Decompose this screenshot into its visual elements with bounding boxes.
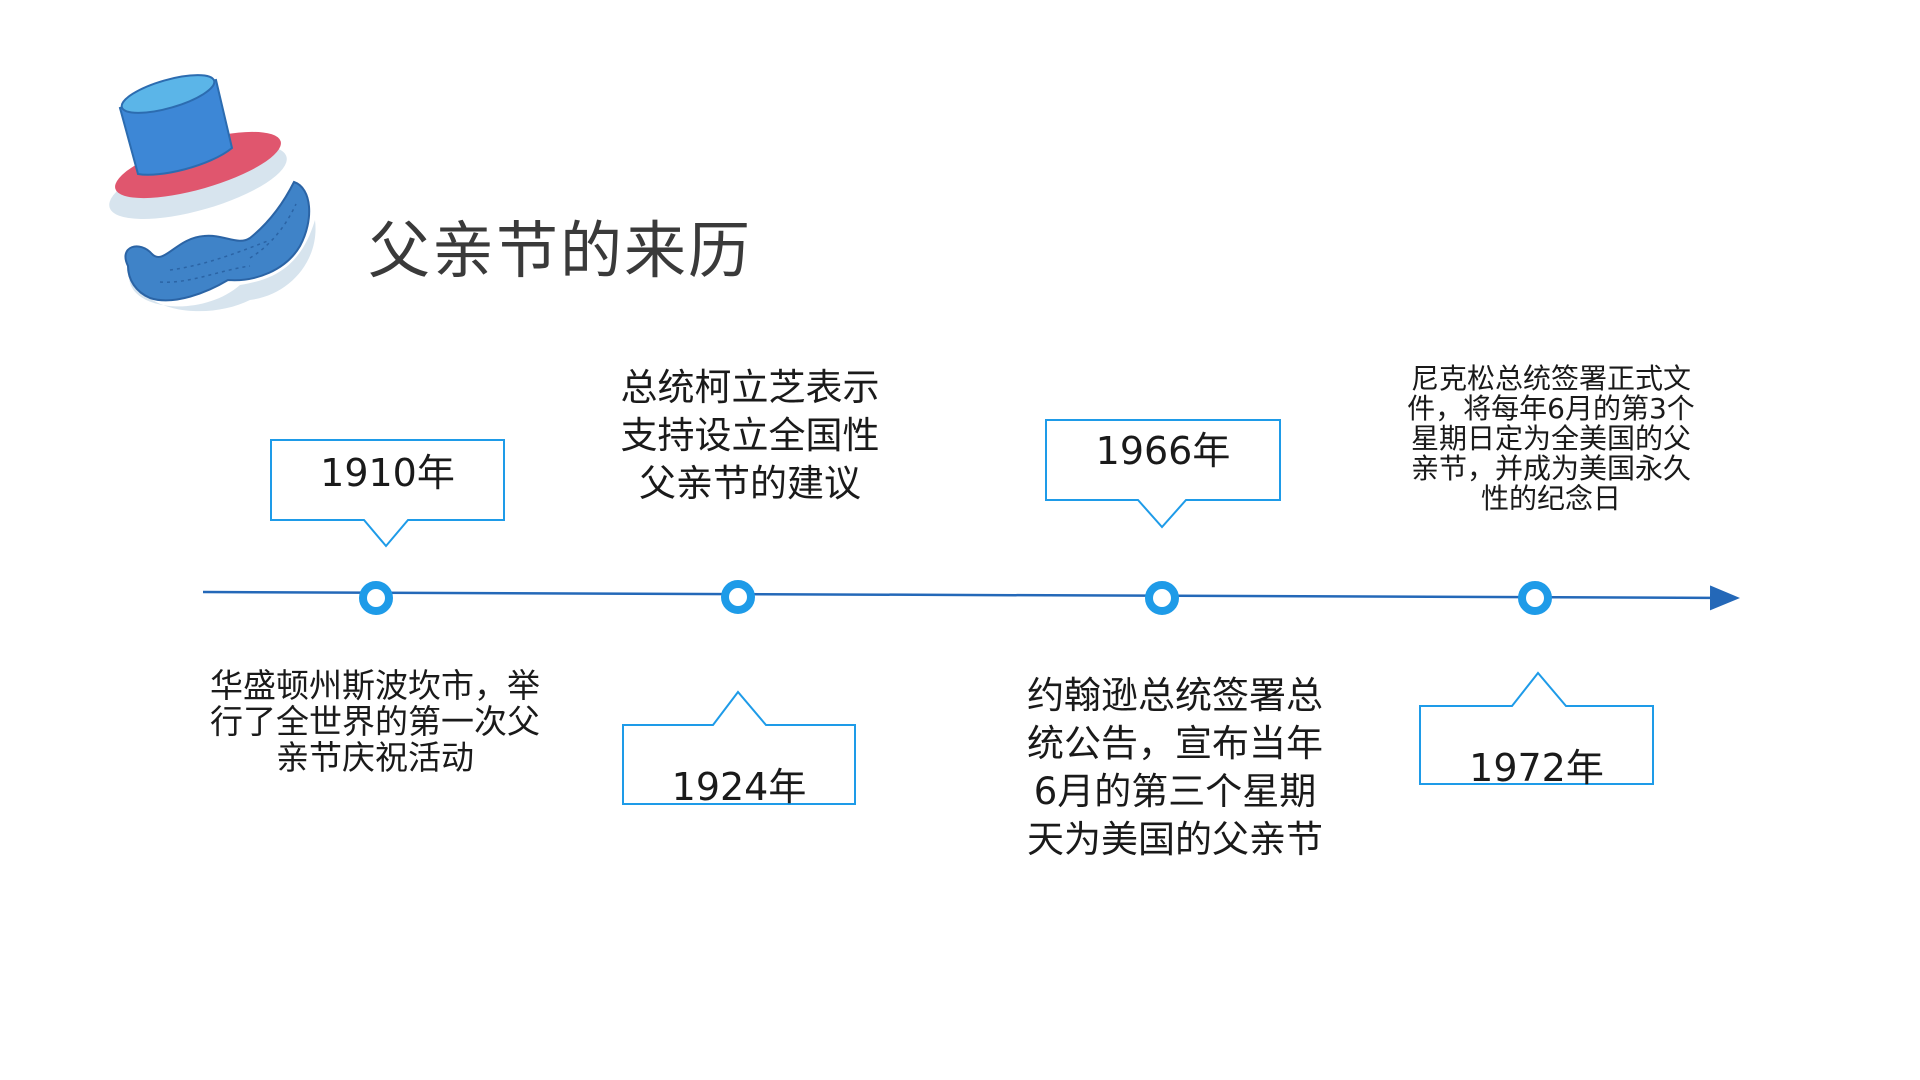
callout-1910 xyxy=(270,439,505,548)
callout-1972 xyxy=(1419,671,1654,785)
event-description-1924: 总统柯立芝表示支持设立全国性父亲节的建议 xyxy=(620,366,880,505)
timeline-node-1966 xyxy=(1145,581,1179,615)
event-description-1972: 尼克松总统签署正式文件，将每年6月的第3个星期日定为全美国的父亲节，并成为美国永… xyxy=(1407,362,1695,515)
year-label-1924: 1924年 xyxy=(671,765,807,809)
callout-1924 xyxy=(622,690,856,805)
timeline-axis xyxy=(202,585,1740,611)
event-description-1966: 约翰逊总统签署总统公告，宣布当年6月的第三个星期天为美国的父亲节 xyxy=(1027,674,1323,861)
mustache-shadow xyxy=(129,220,316,312)
hat-mustache-logo xyxy=(109,74,316,312)
timeline-node-1972 xyxy=(1518,581,1552,615)
timeline-node-1910 xyxy=(359,581,393,615)
callout-1966 xyxy=(1045,419,1281,529)
event-description-1910: 华盛顿州斯波坎市，举行了全世界的第一次父亲节庆祝活动 xyxy=(210,666,540,777)
year-label-1972: 1972年 xyxy=(1469,746,1604,790)
hat-top xyxy=(120,74,216,114)
year-label-1910: 1910年 xyxy=(320,451,455,495)
timeline-node-1924 xyxy=(721,580,755,614)
mustache-texture xyxy=(159,203,297,283)
mustache xyxy=(124,180,311,302)
page-title: 父亲节的来历 xyxy=(368,214,753,287)
year-label-1966: 1966年 xyxy=(1095,429,1231,473)
